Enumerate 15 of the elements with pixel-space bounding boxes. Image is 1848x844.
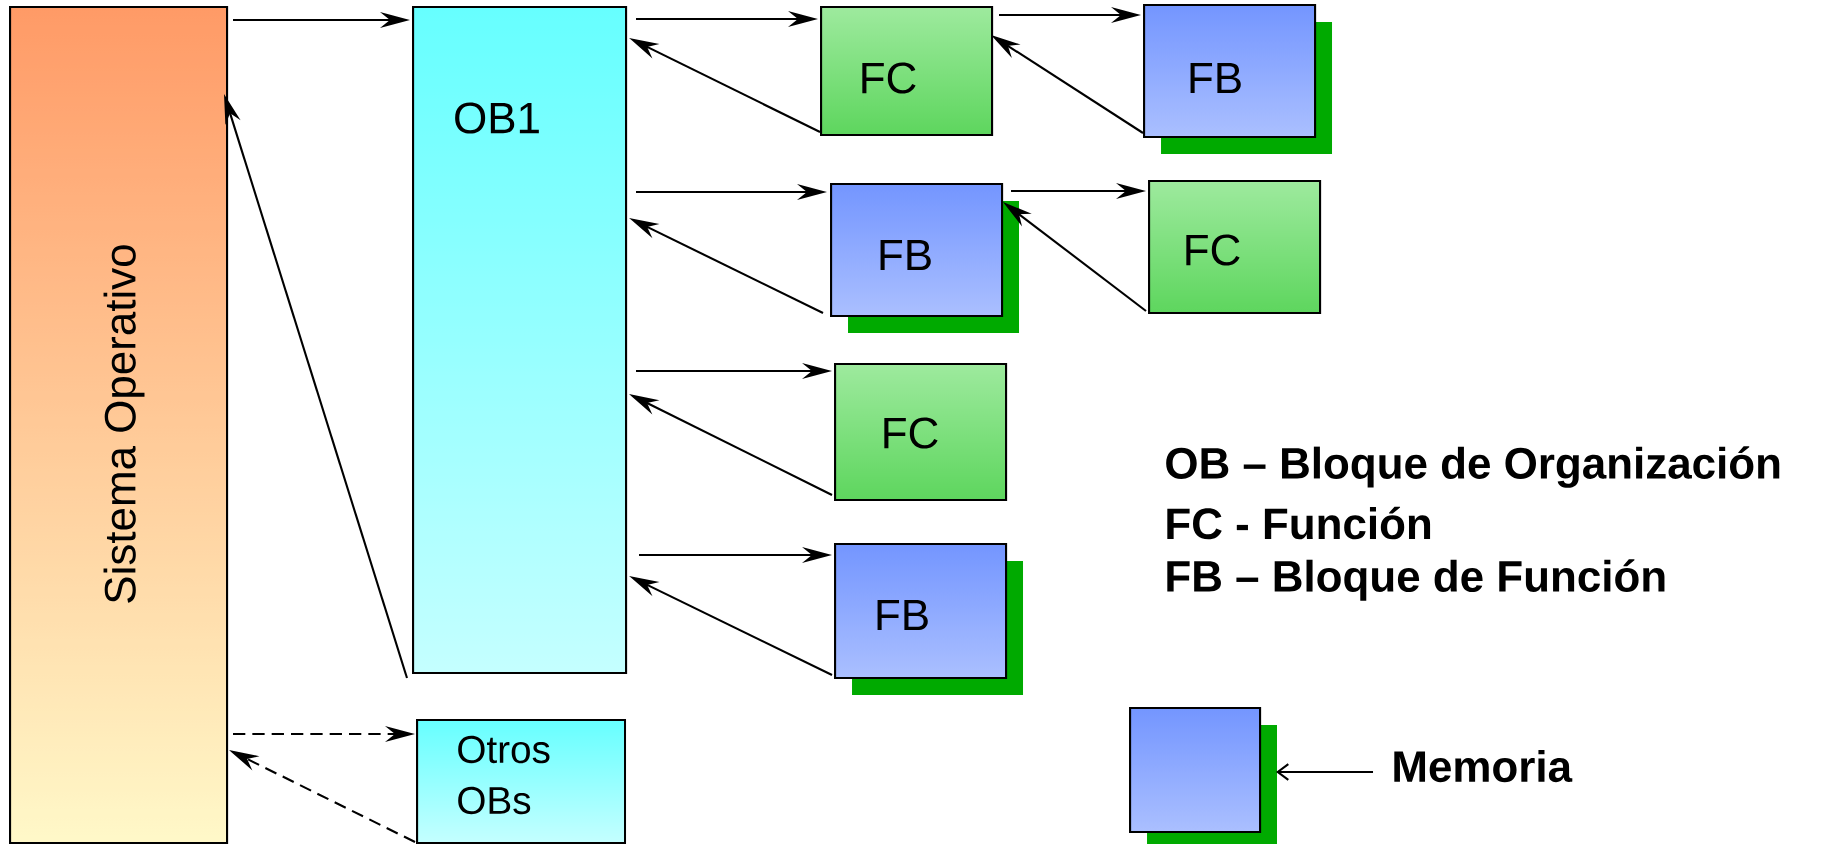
legend-text: OB – Bloque de Organización [1166, 446, 1780, 488]
function-block: FC [1148, 180, 1322, 315]
system-block: Sistema Operativo [9, 6, 229, 844]
function-block: FC [834, 363, 1008, 502]
leader-arrow [1276, 763, 1373, 781]
function-block: FB [834, 543, 1023, 695]
legend-text: FC - Función [1167, 506, 1431, 540]
function-block: FB [1143, 4, 1332, 154]
memory-box [1129, 707, 1277, 844]
function-block: FB [830, 183, 1019, 333]
program-block: OB1 [412, 6, 628, 675]
program-block: Otros OBs [416, 719, 627, 844]
legend-text: FB – Bloque de Función [1167, 559, 1665, 601]
memory-label: Memoria [1394, 749, 1573, 783]
function-block: FC [820, 6, 994, 137]
